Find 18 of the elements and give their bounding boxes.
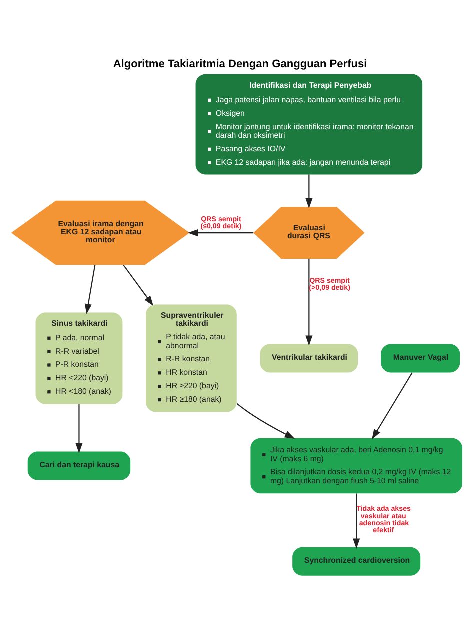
arrow	[353, 494, 360, 549]
arrow	[84, 265, 96, 314]
node-box: Synchronized cardioversion	[292, 547, 421, 576]
diagram-title: Algoritme Takiaritmia Dengan Gangguan Perfusi	[113, 58, 368, 70]
arrow	[76, 404, 83, 454]
node-box: Identifikasi dan Terapi Penyebab Jaga patensi jalan napas, bantuan ventilasi bila perlu Oksigen Monitor jantung untuk identifikasi irama: monitor tekanan darah dan oksimetri Pasang akses IO/IV EKG 12 sadapan jika ada: jangan menunda terapi	[196, 74, 423, 175]
arrow	[372, 372, 413, 440]
node-box: Cari dan terapi kausa	[28, 452, 131, 480]
arrow	[306, 258, 313, 346]
node-box: Sinus takikardi P ada, normal R-R variabel P-R konstan HR <220 (bayi) HR <180 (anak)	[36, 312, 123, 404]
arrow	[123, 265, 154, 306]
arrow	[236, 403, 296, 440]
node-box: Ventrikular takikardi	[260, 344, 358, 373]
arrow	[306, 174, 313, 209]
node-box: Jika akses vaskular ada, beri Adenosin 0,1 mg/kg IV (maks 6 mg) Bisa dilanjutkan dosis kedua 0,2 mg/kg IV (maks 12 mg) Lanjutkan dengan flush 5-10 ml saline	[250, 438, 462, 494]
arrow	[188, 229, 254, 237]
node-box: Supraventrikuler takikardi P tidak ada, atau abnormal R-R konstan HR konstan HR ≥220 (bayi) HR ≥180 (anak)	[146, 304, 237, 412]
node-box: Manuver Vagal	[381, 344, 460, 373]
